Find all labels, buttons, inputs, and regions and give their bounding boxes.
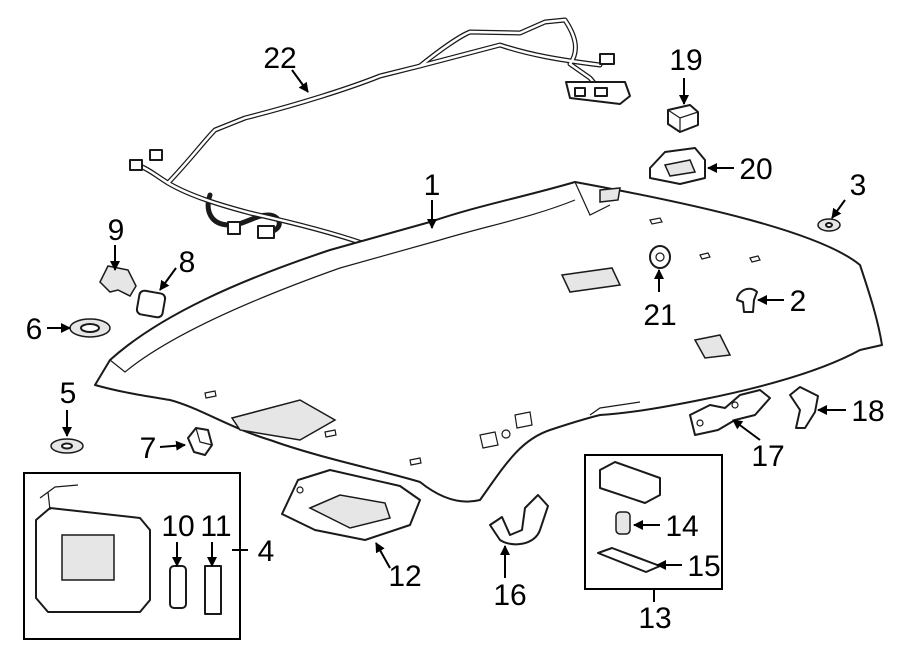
callout-6: 6 <box>26 313 43 346</box>
callout-22: 22 <box>263 42 296 75</box>
callout-11: 11 <box>200 510 231 543</box>
bracket-9 <box>99 265 137 297</box>
callout-12: 12 <box>388 560 421 593</box>
callout-21: 21 <box>643 299 676 332</box>
ring-6 <box>69 318 111 338</box>
clip-18 <box>789 386 819 429</box>
bezel-20 <box>649 147 706 185</box>
cap-19 <box>667 104 699 133</box>
callout-15: 15 <box>687 550 720 583</box>
callout-1: 1 <box>424 169 441 202</box>
callout-7: 7 <box>140 432 157 465</box>
callout-16: 16 <box>493 579 526 612</box>
headliner-panel <box>94 181 883 503</box>
callout-5: 5 <box>60 377 77 410</box>
washer-3 <box>817 218 841 232</box>
callout-3: 3 <box>850 169 867 202</box>
callout-19: 19 <box>669 44 702 77</box>
callout-2: 2 <box>790 285 807 318</box>
wiring-harness <box>129 17 631 246</box>
callout-13: 13 <box>638 602 671 635</box>
callout-14: 14 <box>665 510 698 543</box>
pad-8 <box>135 289 167 319</box>
callout-18: 18 <box>851 395 884 428</box>
bracket-17 <box>689 389 771 436</box>
grab-handle-16 <box>489 494 549 546</box>
clip-7 <box>187 427 213 456</box>
retainer-21 <box>649 245 671 269</box>
callout-9: 9 <box>108 214 125 247</box>
callout-labels: 1 2 3 4 5 6 7 8 9 10 11 12 13 14 15 16 1… <box>26 42 885 635</box>
washer-5 <box>50 438 84 454</box>
callout-20: 20 <box>739 153 772 186</box>
callout-17: 17 <box>751 440 784 473</box>
dome-lamp-12 <box>281 469 421 541</box>
callout-8: 8 <box>179 246 196 279</box>
leader-lines <box>47 69 846 602</box>
clip-2 <box>736 287 758 313</box>
callout-10: 10 <box>161 510 194 543</box>
sun-visor-box <box>23 472 241 640</box>
callout-4: 4 <box>258 535 275 568</box>
